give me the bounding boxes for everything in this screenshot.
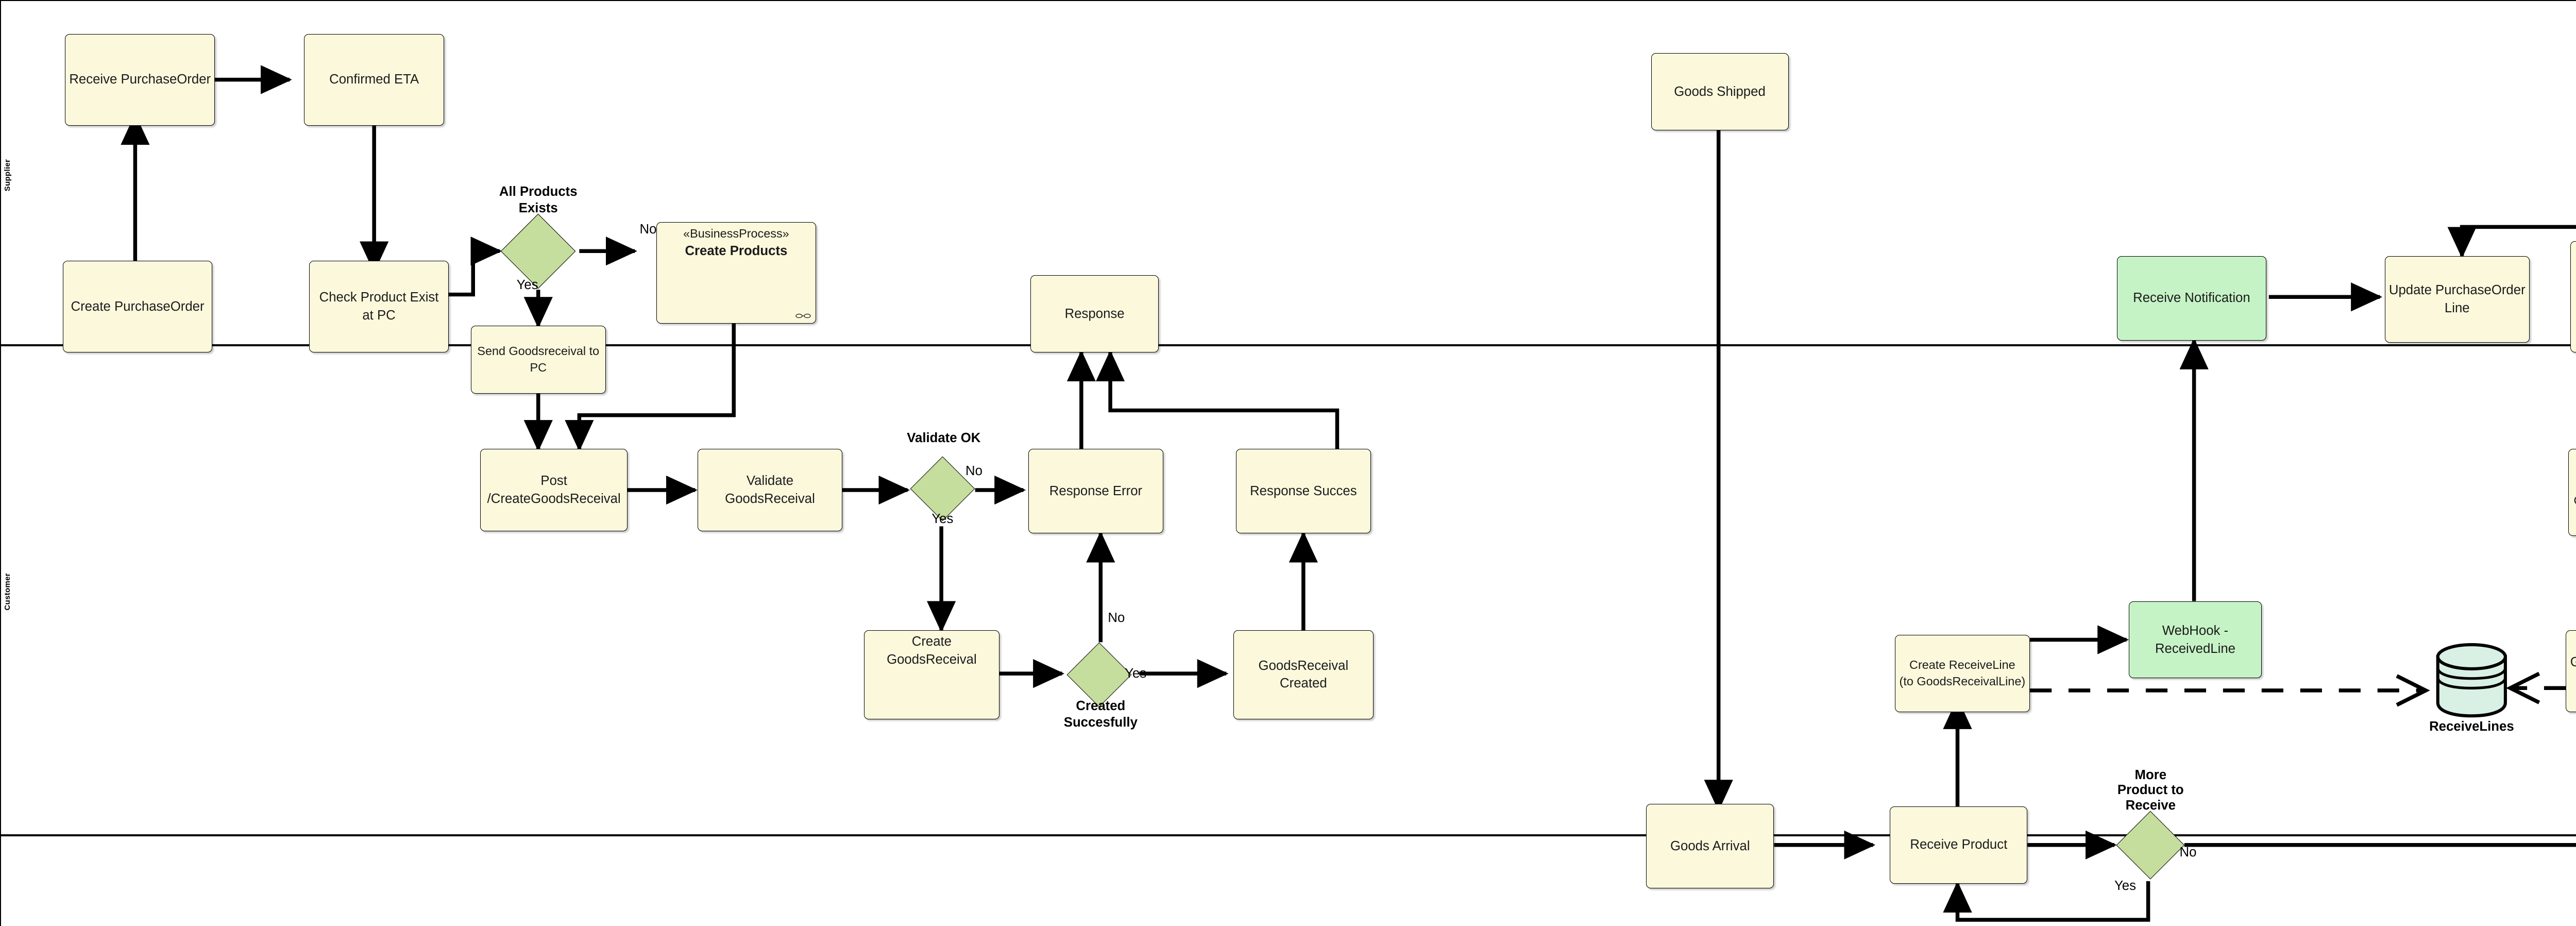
node-receive-purchaseorder[interactable]: Receive PurchaseOrder (65, 33, 215, 126)
flow-label-yes-validate-ok: Yes (931, 512, 954, 527)
node-text: Create ReceiveLine (to GoodsReceivalLine… (1899, 657, 2026, 689)
node-text: Update PurchaseOrder Line (2388, 281, 2526, 317)
node-label: Create GoodsReceival (887, 634, 977, 667)
node-receive-product[interactable]: Receive Product (1890, 806, 2028, 884)
node-text: «BusinessProcess» Create Products (660, 226, 812, 260)
node-label-line2: Line (2444, 300, 2470, 315)
node-send-goodsreceival-to-pc[interactable]: Send Goodsreceival to PC (470, 326, 606, 394)
node-label: Goods Shipped (1674, 84, 1766, 99)
gateway-label-validate-ok: Validate OK (907, 430, 981, 445)
node-label: Response Succes (1250, 483, 1357, 498)
flow-label-no-created: No (1108, 611, 1125, 626)
lane-supplier (0, 0, 2576, 345)
lane-api (0, 835, 2576, 926)
node-create-receiveline[interactable]: Create ReceiveLine (to GoodsReceivalLine… (1894, 635, 2030, 713)
node-confirmed-eta[interactable]: Confirmed ETA (304, 33, 445, 126)
node-label: Create PurchaseOrder (71, 299, 205, 314)
datastore-label-receivelines: ReceiveLines (2429, 719, 2514, 734)
database-cylinder-icon (2436, 643, 2507, 718)
node-get-goodsreceival-by-grlineupdate[interactable]: GetGoodsReceivalBy GoodsReceivalLineUpda… (2568, 449, 2576, 536)
node-update-purchaseorder-line[interactable]: Update PurchaseOrder Line (2384, 256, 2530, 343)
node-label: Post /CreateGoodsReceival (487, 474, 621, 507)
gateway-label-created-succesfully: Created Succesfully (1028, 698, 1173, 731)
datastore-receivelines (2428, 637, 2515, 719)
node-label: Receive Notification (2133, 291, 2250, 306)
lane-label-customer: Customer (3, 573, 12, 611)
node-create-goodsreceival[interactable]: Create GoodsReceival (864, 630, 999, 720)
node-label: Validate GoodsReceival (725, 474, 815, 507)
gateway-label-all-products-exists: All Products Exists (442, 183, 635, 216)
lane-customer (0, 345, 2576, 835)
node-label: Receive PurchaseOrder (69, 72, 211, 87)
node-label: Goods Arrival (1670, 838, 1750, 853)
node-goods-arrival[interactable]: Goods Arrival (1646, 804, 1774, 889)
node-text: Pull Goodsreceival By Lastupdate (fx eve… (2574, 273, 2576, 322)
node-response-error[interactable]: Response Error (1028, 449, 1164, 534)
node-label: Confirmed ETA (329, 72, 419, 87)
node-check-product-exist[interactable]: Check Product Exist at PC (309, 260, 449, 352)
node-receive-notification[interactable]: Receive Notification (2116, 256, 2267, 341)
flow-label-yes-all-products: Yes (516, 277, 538, 292)
node-label: Create Products (685, 243, 788, 258)
node-label-line1: Update PurchaseOrder (2388, 283, 2526, 298)
flow-label-no-all-products: No (639, 222, 657, 237)
node-label: Check Product Exist at PC (319, 290, 439, 323)
node-label-line1: Get GoodsReceival Lines (2570, 654, 2576, 669)
node-goods-shipped[interactable]: Goods Shipped (1651, 53, 1789, 130)
lane-label-supplier: Supplier (3, 159, 12, 191)
node-goodsreceival-created[interactable]: GoodsReceival Created (1233, 630, 1374, 720)
node-create-products[interactable]: «BusinessProcess» Create Products (656, 222, 816, 324)
pool-left-border (0, 0, 1, 926)
node-post-creategoodsreceival[interactable]: Post /CreateGoodsReceival (480, 449, 628, 531)
node-response[interactable]: Response (1030, 275, 1159, 352)
gateway-label-line3: Receive (2125, 798, 2176, 813)
node-label: Send Goodsreceival to PC (477, 344, 600, 375)
node-text: Get GoodsReceival Lines By DateTime (2569, 653, 2576, 689)
node-label: Response (1064, 306, 1125, 321)
node-webhook-receivedline[interactable]: WebHook - ReceivedLine (2129, 601, 2262, 679)
node-label: Receive Product (1910, 837, 2008, 852)
node-label-line2: (to GoodsReceivalLine) (1899, 675, 2026, 688)
gateway-label-line2: Exists (518, 201, 558, 216)
node-pull-goodsreceival-by-lastupdate[interactable]: Pull Goodsreceival By Lastupdate (fx eve… (2570, 241, 2576, 352)
gateway-label-more-product: More Product to Receive (2080, 768, 2221, 814)
node-response-succes[interactable]: Response Succes (1235, 449, 1371, 534)
business-process-marker-icon (795, 313, 811, 318)
node-label-line1: Create ReceiveLine (1909, 658, 2015, 672)
flow-label-yes-more-product: Yes (2114, 879, 2137, 894)
node-get-goodsreceival-lines-by-datetime[interactable]: Get GoodsReceival Lines By DateTime (2566, 630, 2576, 713)
gateway-label-line1: Created (1076, 698, 1126, 713)
node-label: WebHook - ReceivedLine (2155, 623, 2235, 656)
node-create-purchaseorder[interactable]: Create PurchaseOrder (62, 260, 213, 352)
gateway-label-line2: Succesfully (1063, 715, 1138, 730)
node-label: GoodsReceival Created (1258, 658, 1349, 691)
node-label-line2: GoodsReceivalLineUpdate (2573, 494, 2576, 507)
flow-label-no-validate-ok: No (965, 463, 982, 478)
node-stereotype: «BusinessProcess» (683, 227, 789, 240)
node-label: Response Error (1049, 483, 1143, 498)
gateway-label-line2: Product to (2117, 783, 2184, 798)
gateway-label-line1: More (2134, 767, 2167, 782)
gateway-label-line1: All Products (499, 184, 578, 199)
flow-label-yes-created: Yes (1125, 666, 1147, 681)
node-validate-goodsreceival[interactable]: Validate GoodsReceival (697, 449, 843, 531)
node-text: GetGoodsReceivalBy GoodsReceivalLineUpda… (2572, 476, 2576, 509)
flow-label-no-more-product: No (2179, 845, 2197, 860)
